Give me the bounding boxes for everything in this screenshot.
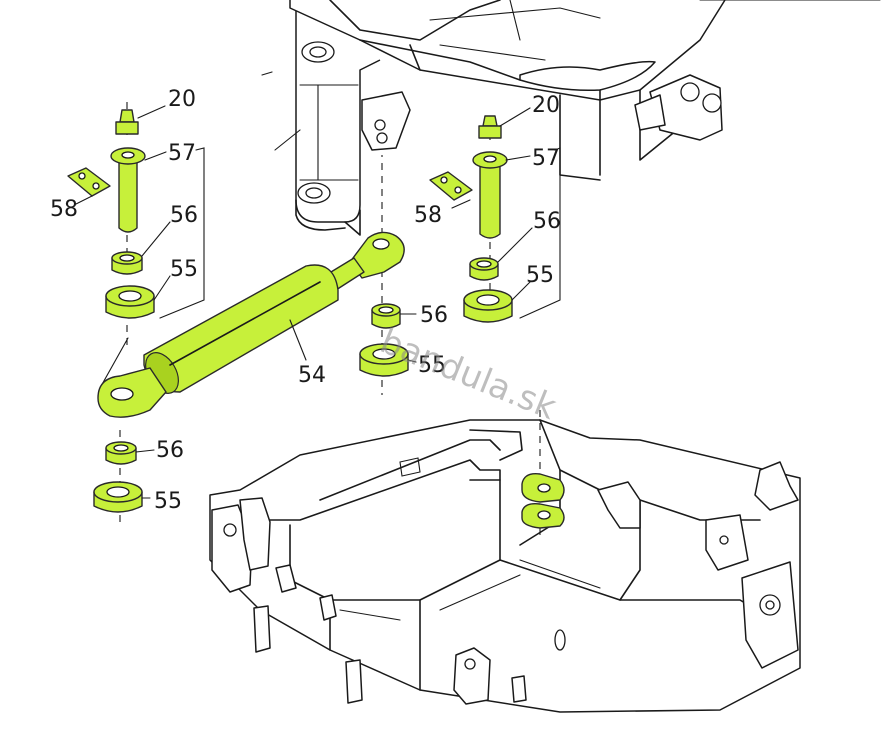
label-56-left: 56 (170, 203, 198, 228)
bushing-56-lower (105, 441, 137, 465)
hydraulic-cylinder-54 (97, 231, 405, 418)
bushing-56-center (371, 303, 401, 329)
assembly-lines (99, 100, 561, 540)
pin-57-right (472, 151, 508, 239)
label-57-right: 57 (532, 146, 560, 171)
label-20-right: 20 (532, 93, 560, 118)
watermark-text: bandula.sk (375, 321, 562, 428)
label-58-left: 58 (50, 197, 78, 222)
spacer-55-right-top (463, 289, 513, 323)
part-labels: 20 20 57 57 58 58 56 56 56 56 55 55 55 5… (50, 87, 561, 514)
spacer-55-left-top (105, 285, 155, 319)
leader-lines (75, 105, 533, 499)
label-56-right: 56 (533, 209, 561, 234)
label-58-right: 58 (414, 203, 442, 228)
bushing-56-left-top (111, 251, 143, 275)
label-57-left: 57 (168, 141, 196, 166)
spacer-55-center (359, 343, 409, 377)
plate-58-left (67, 167, 111, 197)
bolt-20-right (478, 115, 502, 139)
label-55-right: 55 (526, 263, 554, 288)
label-56-lower: 56 (156, 438, 184, 463)
label-55-left: 55 (170, 257, 198, 282)
pin-57-left (110, 147, 146, 233)
lower-frame-drawing (209, 419, 801, 713)
spacer-55-lower (93, 481, 143, 513)
label-20-left: 20 (168, 87, 196, 112)
label-55-center: 55 (418, 353, 446, 378)
upper-frame-drawing (261, 0, 881, 236)
bushing-56-right-top (469, 257, 499, 281)
label-54: 54 (298, 363, 326, 388)
plate-58-right (429, 171, 473, 201)
mount-washers-frame (521, 473, 565, 529)
bolt-20-left (115, 109, 139, 135)
label-56-center: 56 (420, 303, 448, 328)
label-55-lower: 55 (154, 489, 182, 514)
